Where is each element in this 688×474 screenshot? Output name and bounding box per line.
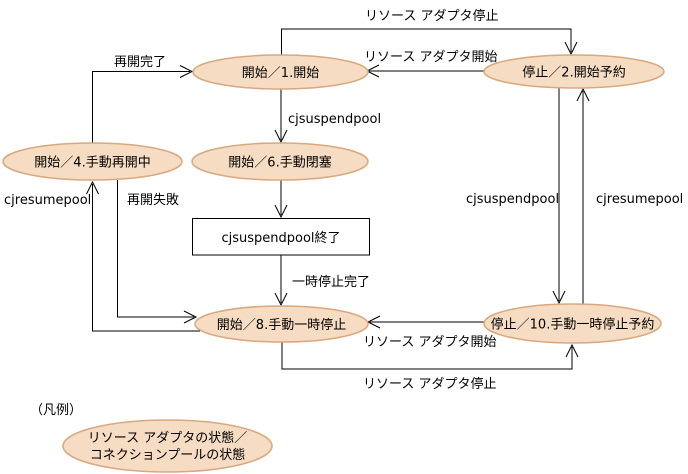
process-box-cjsuspendpool-end: cjsuspendpool終了 (192, 218, 370, 256)
legend-title: （凡例） (30, 403, 82, 418)
edge-label-resume-complete: 再開完了 (114, 55, 166, 70)
state-node-4-manual-resuming: 開始／4.手動再開中 (2, 142, 183, 181)
edge-label-cjsuspendpool-right: cjsuspendpool (466, 192, 559, 207)
state-label: 停止／10.手動一時停止予約 (491, 317, 655, 333)
legend-label-line1: リソース アダプタの状態／ (88, 430, 247, 446)
state-ellipse (194, 305, 369, 343)
edge-label-ra-stop-top: リソース アダプタ停止 (365, 8, 498, 24)
state-node-10-manual-pause-reserved: 停止／10.手動一時停止予約 (483, 303, 662, 344)
edge-cjsuspendpool-mid (274, 89, 288, 144)
edge-label-pause-complete: 一時停止完了 (292, 274, 370, 290)
edge-pause-complete (274, 255, 288, 307)
legend: （凡例） リソース アダプタの状態／ コネクションプールの状態 (30, 403, 273, 473)
edge-resume-fail (117, 180, 198, 324)
edge-resource-adapter-start-bottom (366, 315, 486, 329)
edge-cjsuspendpool-right (552, 88, 566, 305)
process-label: cjsuspendpool終了 (221, 230, 340, 246)
edge-cjresumepool-left (86, 180, 200, 332)
process-rect (192, 218, 370, 256)
edge-label-cjresumepool-left: cjresumepool (4, 193, 91, 208)
state-ellipse (483, 54, 665, 89)
edge-label-ra-start-top: リソース アダプタ開始 (364, 50, 497, 65)
edge-label-ra-stop-bottom: リソース アダプタ停止 (363, 376, 496, 392)
edge-resource-adapter-stop-top (281, 28, 578, 56)
state-ellipse (2, 142, 183, 181)
legend-state-ellipse (62, 419, 273, 473)
state-label: 停止／2.開始予約 (522, 65, 625, 81)
state-ellipse (483, 303, 662, 344)
edge-close-to-box (274, 180, 288, 219)
edge-label-ra-start-bottom: リソース アダプタ開始 (363, 335, 496, 350)
state-label: 開始／1.開始 (242, 66, 319, 81)
edge-label-resume-fail: 再開失敗 (127, 193, 179, 208)
state-node-2-start-reserved: 停止／2.開始予約 (483, 54, 665, 89)
state-node-8-manual-paused: 開始／8.手動一時停止 (194, 305, 369, 343)
edge-cjresumepool-right (576, 87, 590, 304)
edge-label-cjresumepool-right: cjresumepool (596, 192, 683, 207)
edge-resource-adapter-stop-bottom (281, 341, 579, 370)
state-ellipse (191, 142, 369, 181)
state-ellipse (192, 54, 369, 90)
edge-resource-adapter-start-top (365, 64, 486, 78)
state-node-1-start: 開始／1.開始 (192, 54, 369, 90)
edge-resume-complete (92, 65, 194, 143)
state-label: 開始／4.手動再開中 (34, 156, 150, 171)
state-node-6-manual-blocked: 開始／6.手動閉塞 (191, 142, 369, 181)
legend-label-line2: コネクションプールの状態 (90, 447, 246, 463)
state-label: 開始／8.手動一時停止 (217, 317, 346, 333)
edge-label-cjsuspendpool-mid: cjsuspendpool (288, 112, 381, 127)
state-label: 開始／6.手動閉塞 (228, 155, 331, 171)
